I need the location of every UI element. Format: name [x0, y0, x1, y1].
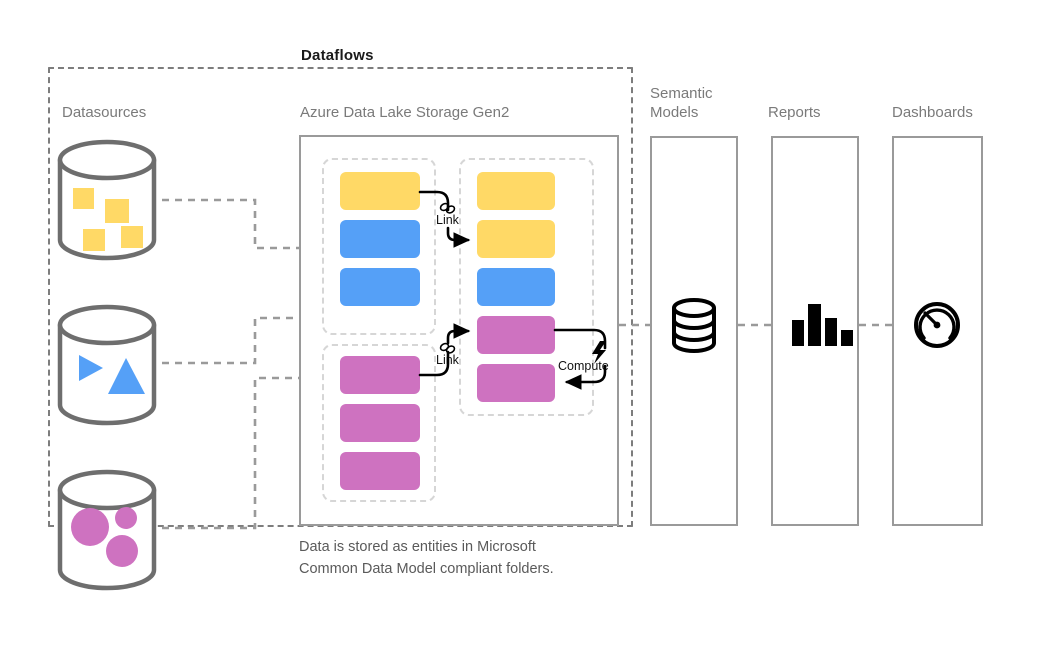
storage-caption: Data is stored as entities in Microsoft … — [299, 539, 554, 577]
column-header-storage: Azure Data Lake Storage Gen2 — [300, 104, 510, 121]
entity-bar-yellow — [340, 172, 420, 210]
column-header-datasources: Datasources — [62, 104, 147, 121]
dataflows-boundary — [48, 67, 633, 527]
column-header-semantic-models: Semantic Models — [650, 85, 713, 121]
dashboards-panel — [892, 136, 983, 526]
dataflows-title: Dataflows — [301, 47, 374, 64]
entity-bar-blue — [340, 220, 420, 258]
entity-bar-pink — [477, 316, 555, 354]
entity-bar-yellow — [477, 220, 555, 258]
semantic-models-panel — [650, 136, 738, 526]
entity-bar-blue — [340, 268, 420, 306]
column-header-reports: Reports — [768, 104, 821, 121]
entity-bar-pink — [477, 364, 555, 402]
link-label-upper: Link — [436, 213, 459, 227]
column-header-dashboards: Dashboards — [892, 104, 973, 121]
entity-bar-blue — [477, 268, 555, 306]
entity-group-upper-left — [322, 158, 436, 335]
entity-group-lower-left — [322, 344, 436, 502]
entity-group-right — [459, 158, 594, 416]
entity-bar-pink — [340, 452, 420, 490]
entity-bar-pink — [340, 356, 420, 394]
link-label-lower: Link — [436, 353, 459, 367]
entity-bar-yellow — [477, 172, 555, 210]
reports-panel — [771, 136, 859, 526]
entity-bar-pink — [340, 404, 420, 442]
compute-label: Compute — [558, 359, 609, 373]
